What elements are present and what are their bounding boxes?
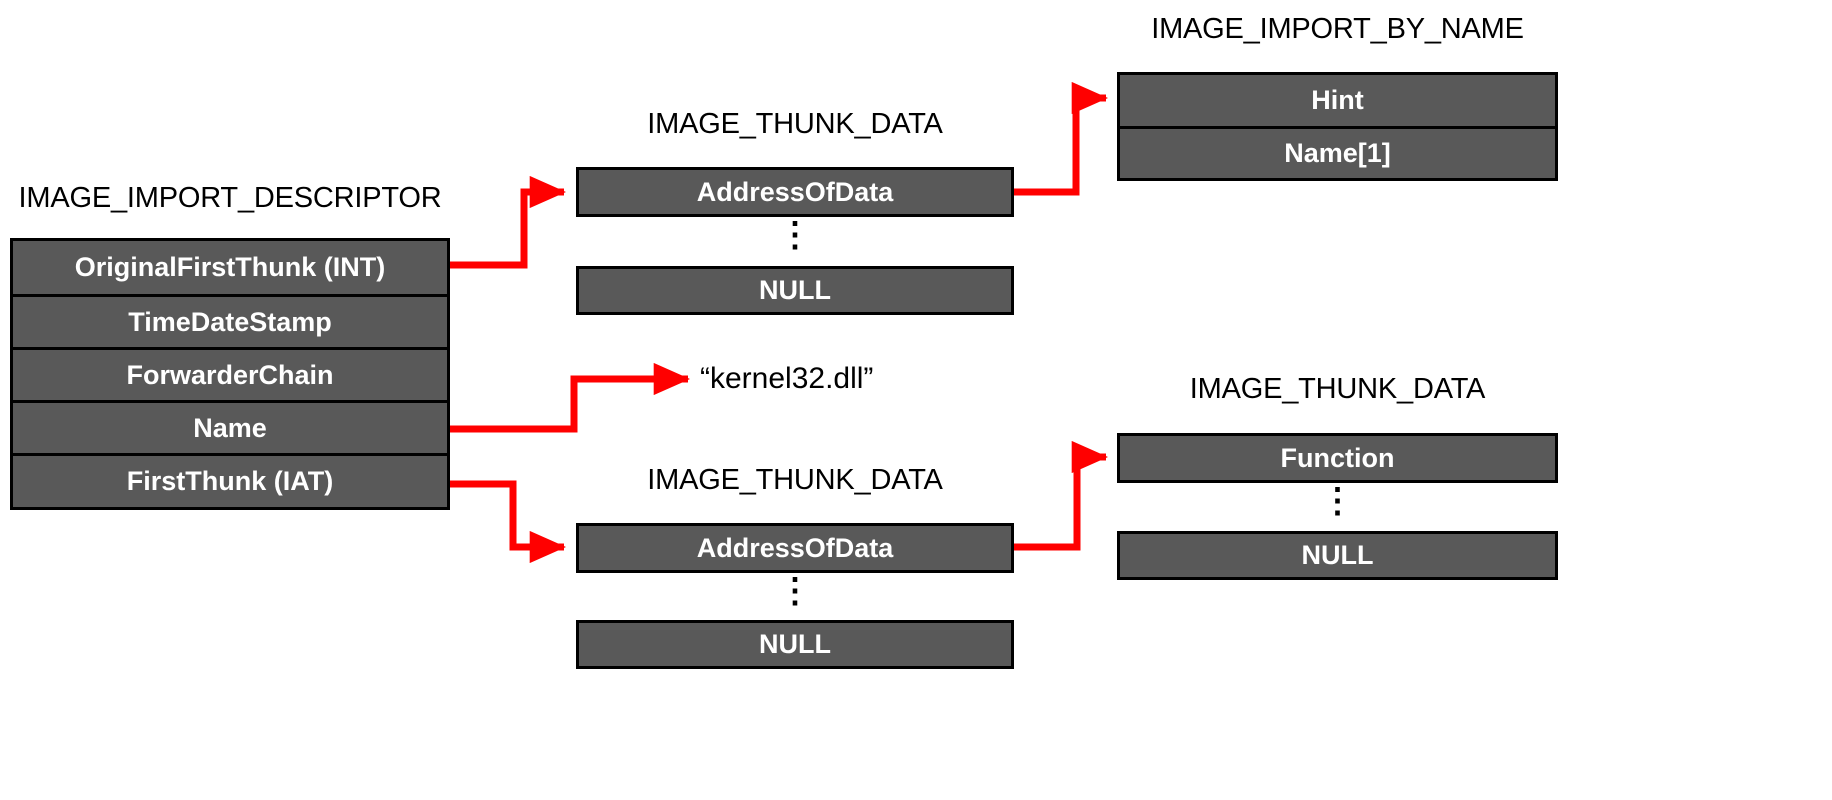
caption-thunk-iat-target: IMAGE_THUNK_DATA [1189, 373, 1486, 405]
connector-name-to-dll-string [450, 362, 691, 433]
struct-image-import-by-name: Hint Name[1] [1117, 72, 1558, 181]
thunk-iat-target-function[interactable]: Function [1117, 433, 1558, 483]
thunk-iat-target-null[interactable]: NULL [1117, 531, 1558, 580]
connector-iat-thunk-to-function [1014, 440, 1109, 551]
field-forwarderchain[interactable]: ForwarderChain [13, 347, 447, 400]
field-name[interactable]: Name [13, 400, 447, 453]
caption-thunk-int: IMAGE_THUNK_DATA [647, 108, 943, 140]
thunk-iat-source-addressofdata[interactable]: AddressOfData [576, 523, 1014, 573]
caption-image-import-descriptor: IMAGE_IMPORT_DESCRIPTOR [18, 182, 442, 214]
thunk-int-null[interactable]: NULL [576, 266, 1014, 315]
thunk-iat-source-ellipsis: ⋮ [778, 572, 812, 610]
connector-originalfirstthunk-to-int-thunk [450, 175, 567, 269]
thunk-iat-target-ellipsis: ⋮ [1320, 482, 1355, 520]
thunk-iat-source-null[interactable]: NULL [576, 620, 1014, 669]
caption-image-import-by-name: IMAGE_IMPORT_BY_NAME [1151, 13, 1524, 45]
field-name-array[interactable]: Name[1] [1120, 126, 1555, 178]
thunk-int-addressofdata[interactable]: AddressOfData [576, 167, 1014, 217]
caption-thunk-iat-source: IMAGE_THUNK_DATA [647, 464, 943, 496]
field-originalfirstthunk[interactable]: OriginalFirstThunk (INT) [13, 241, 447, 294]
field-timedatestamp[interactable]: TimeDateStamp [13, 294, 447, 347]
connector-firstthunk-to-iat-thunk [450, 480, 567, 564]
field-hint[interactable]: Hint [1120, 75, 1555, 126]
label-dll-name: “kernel32.dll” [700, 362, 874, 395]
struct-image-import-descriptor: OriginalFirstThunk (INT) TimeDateStamp F… [10, 238, 450, 510]
field-firstthunk[interactable]: FirstThunk (IAT) [13, 453, 447, 507]
connector-int-thunk-to-import-by-name [1014, 81, 1109, 196]
thunk-int-ellipsis: ⋮ [778, 216, 812, 254]
